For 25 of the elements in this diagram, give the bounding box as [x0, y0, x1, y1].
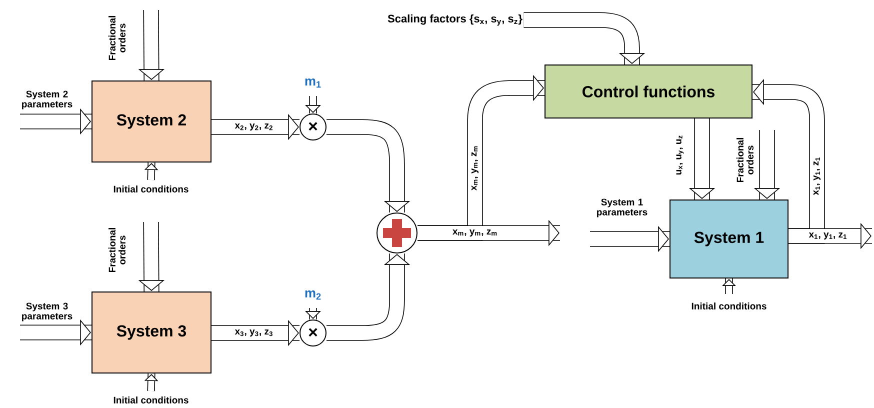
edge-label: System 3 parameters: [22, 302, 72, 322]
edge-label: x$_{2}$, y$_{2}$, z$_{2}$: [234, 123, 274, 131]
edge-label: System 1 parameters: [597, 198, 648, 218]
edge-label: Fractional orders: [108, 228, 126, 272]
edge-label: m$_{1}$: [305, 78, 321, 88]
edge-label: x$_{m}$, y$_{m}$, z$_{m}$: [471, 144, 479, 192]
edge-label: x$_{1}$, y$_{1}$, z$_{1}$: [808, 232, 848, 240]
edge-label: x$_{3}$, y$_{3}$, z$_{3}$: [234, 329, 274, 337]
system-box: System 3: [92, 292, 212, 374]
hollow-arrow: [524, 12, 646, 64]
input-label: Scaling factors {s$_{x}$, s$_{y}$, s$_{z}$}: [388, 14, 522, 26]
edge-label: Initial conditions: [114, 186, 188, 192]
edge-label: x$_{m}$, y$_{m}$, z$_{m}$: [452, 229, 498, 237]
system-box: System 2: [92, 80, 212, 162]
edge-label: Initial conditions: [114, 396, 188, 404]
edge-label: Fractional orders: [108, 16, 126, 60]
edge-label: Fractional orders: [736, 138, 754, 182]
edge-label: u$_{x}$, u$_{y}$, u$_{z}$: [676, 136, 684, 174]
edge-label: Initial conditions: [692, 302, 766, 310]
control-box: Control functions: [544, 64, 752, 118]
edge-label: System 2 parameters: [22, 90, 72, 110]
edge-label: m$_{2}$: [305, 290, 321, 300]
edge-label: x$_{1}$, y$_{1}$, z$_{1}$: [813, 156, 821, 196]
hollow-arrow: [326, 119, 410, 212]
system-box: System 1: [670, 200, 788, 278]
